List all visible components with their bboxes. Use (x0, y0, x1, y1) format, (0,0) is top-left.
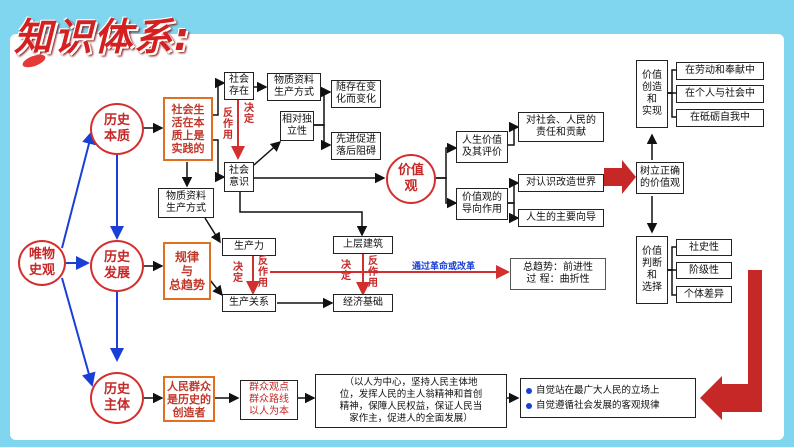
box-changes: 随存在变 化而变化 (331, 80, 381, 108)
box-social-life: 社会生 活在本 质上是 实践的 (163, 97, 213, 161)
label-decide-essence: 决 定 (244, 103, 254, 125)
box-individual-society: 在个人与社会中 (676, 85, 764, 103)
label-react-production: 反 作 用 (258, 256, 268, 289)
box-life-value: 人生价值 及其评价 (456, 131, 508, 163)
box-superstructure: 上层建筑 (333, 236, 393, 254)
circle-materialism: 唯物 史观 (18, 240, 66, 286)
box-contribution: 对社会、人民的 责任和贡献 (518, 112, 604, 142)
box-correct-view: 树立正确 的价值观 (636, 162, 684, 194)
box-labor: 在劳动和奉献中 (676, 62, 764, 80)
box-social-existence: 社会 存在 (224, 72, 254, 100)
box-masses: 人民群众 是历史的 创造者 (163, 376, 215, 422)
stand-item-1: 自觉站在最广大人民的立场上 (522, 385, 660, 397)
box-people-centered: （以人为中心，坚持人民主体地 位，发挥人民的主人翁精神和首创 精神，保障人民权益… (315, 374, 507, 428)
circle-value: 价值 观 (386, 154, 436, 204)
box-self-improvement: 在砥砺自我中 (676, 109, 764, 127)
circle-development: 历史 发展 (90, 240, 144, 292)
box-relative-independence: 相对独 立性 (280, 111, 314, 141)
bullet-icon (526, 402, 532, 409)
box-economic-base: 经济基础 (333, 294, 393, 312)
box-social-consciousness: 社会 意识 (224, 162, 254, 192)
box-class: 阶级性 (676, 262, 732, 279)
box-individual-diff: 个体差异 (676, 286, 732, 303)
label-decide-production: 决 定 (233, 262, 243, 284)
circle-essence: 历史 本质 (90, 103, 144, 155)
circle-subject: 历史 主体 (90, 372, 144, 424)
label-decide-base: 决 定 (341, 260, 351, 282)
label-react-essence: 反 作 用 (223, 108, 233, 141)
label-revolution: 通过革命或改革 (412, 262, 476, 272)
box-stand: 自觉站在最广大人民的立场上 自觉遵循社会发展的客观规律 (520, 378, 696, 418)
stand-item-2: 自觉遵循社会发展的客观规律 (522, 400, 660, 412)
bullet-icon (526, 387, 532, 394)
page-title: 知识体系: (14, 15, 192, 59)
box-productive-forces: 生产力 (222, 238, 276, 256)
box-social-history: 社史性 (676, 239, 732, 256)
box-production-relations: 生产关系 (222, 294, 276, 312)
box-trend: 总趋势：前进性 过 程：曲折性 (510, 258, 606, 290)
box-promote: 先进促进 落后阻碍 (331, 132, 381, 160)
box-guiding: 价值观的 导向作用 (456, 188, 508, 220)
box-judge: 价值 判断 和 选择 (636, 236, 668, 304)
box-law: 规律 与 总趋势 (163, 242, 211, 300)
box-life-guide: 人生的主要向导 (518, 209, 604, 227)
arrow-materialism-subject (61, 277, 96, 387)
box-material-means: 物质资料 生产方式 (267, 73, 321, 101)
box-world-transform: 对认识改造世界 (518, 174, 604, 192)
label-react-base: 反 作 用 (368, 256, 378, 289)
box-create: 价值 创造 和 实现 (636, 60, 668, 128)
arrow-materialism-essence (61, 130, 96, 249)
box-mass-line: 群众观点 群众路线 以人为本 (240, 380, 298, 420)
box-material-means-2: 物质资料 生产方式 (158, 188, 214, 218)
